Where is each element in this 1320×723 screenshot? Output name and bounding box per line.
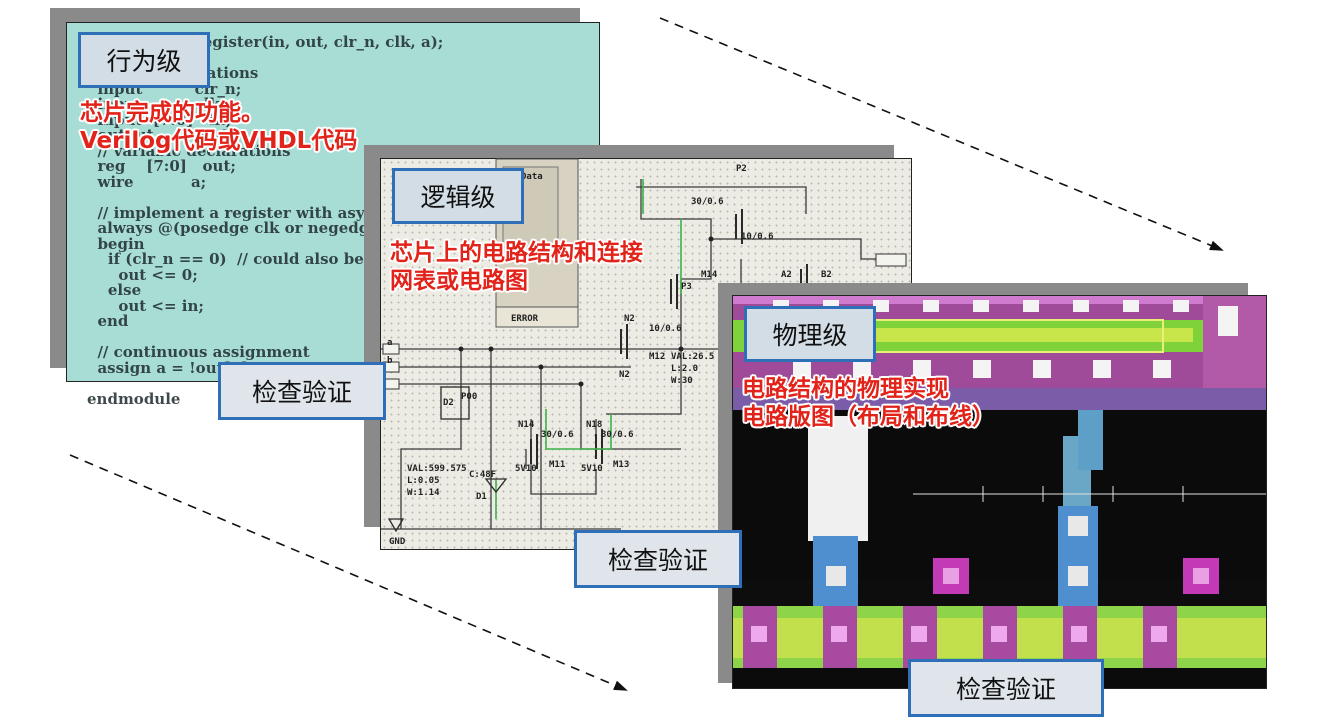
logic-level-tag: 逻辑级 <box>392 168 524 224</box>
schem-label: M13 <box>613 460 629 470</box>
behavioral-level-label: 行为级 <box>106 47 182 76</box>
schem-label: ERROR <box>511 314 539 324</box>
schem-label: N2 <box>624 314 635 324</box>
schem-label: b <box>387 356 393 366</box>
schematic-drawing: 30/0.6 30/0.6 10/0.6 30/0.6 10/0.6 N2 N1… <box>381 158 907 547</box>
schem-label: 30/0.6 <box>691 197 724 207</box>
schem-label: P3 <box>681 282 692 292</box>
schem-label: D2 <box>443 398 454 408</box>
schem-label: P00 <box>461 392 477 402</box>
schem-label: N18 <box>586 420 602 430</box>
schem-label: a <box>387 338 392 348</box>
description-line: 芯片上的电路结构和连接 <box>390 240 643 266</box>
layout-drawing <box>733 296 1266 688</box>
schem-label: 30/0.6 <box>541 430 574 440</box>
schem-label: M11 <box>549 460 565 470</box>
behavioral-description: 芯片完成的功能。 Verilog代码或VHDL代码 <box>80 99 357 155</box>
behavioral-level-tag: 行为级 <box>78 32 210 88</box>
description-line: 电路结构的物理实现 <box>742 376 949 402</box>
description-line: 电路版图（布局和布线） <box>742 404 995 430</box>
layout-panel <box>732 295 1267 689</box>
schem-label: 5V10 <box>515 464 537 474</box>
schem-label: VAL:599.575 <box>407 464 467 474</box>
verify-box-behavioral: 检查验证 <box>218 362 386 420</box>
dashed-arrow-top <box>659 17 1224 251</box>
physical-level-label: 物理级 <box>772 321 848 350</box>
schem-label: N14 <box>518 420 535 430</box>
schem-label: L:2.0 <box>671 364 698 374</box>
schem-label: 10/0.6 <box>741 232 774 242</box>
dashed-arrow-bottom <box>69 454 628 691</box>
schem-label: 10/0.6 <box>649 324 682 334</box>
schem-label: C:48F <box>469 470 496 480</box>
schem-label: 30/0.6 <box>601 430 634 440</box>
schem-label: L:0.05 <box>407 476 440 486</box>
logic-level-label: 逻辑级 <box>420 183 496 212</box>
schem-label: B2 <box>821 270 832 280</box>
schem-label: D1 <box>476 492 487 502</box>
description-line: 网表或电路图 <box>390 268 528 294</box>
schem-label: N2 <box>619 370 630 380</box>
description-line: 芯片完成的功能。 <box>80 100 264 126</box>
schem-label: M14 <box>701 270 718 280</box>
verify-box-logic: 检查验证 <box>574 530 742 588</box>
physical-level-tag: 物理级 <box>744 306 876 362</box>
schem-label: P2 <box>736 164 747 174</box>
schem-label: W:1.14 <box>407 488 440 498</box>
schem-label: VAL:26.5 <box>671 352 714 362</box>
logic-description: 芯片上的电路结构和连接 网表或电路图 <box>390 239 643 295</box>
schem-label: 5V10 <box>581 464 603 474</box>
schem-label: W:30 <box>671 376 693 386</box>
schem-label: A2 <box>781 270 792 280</box>
schem-label: M12 <box>649 352 665 362</box>
verify-label: 检查验证 <box>607 546 708 575</box>
physical-description: 电路结构的物理实现 电路版图（布局和布线） <box>742 375 995 431</box>
verify-label: 检查验证 <box>251 378 352 407</box>
verify-label: 检查验证 <box>955 675 1056 704</box>
verify-box-physical: 检查验证 <box>908 659 1104 717</box>
schem-label: GND <box>389 537 406 547</box>
description-line: Verilog代码或VHDL代码 <box>80 128 358 154</box>
schem-label: Data <box>521 172 543 182</box>
